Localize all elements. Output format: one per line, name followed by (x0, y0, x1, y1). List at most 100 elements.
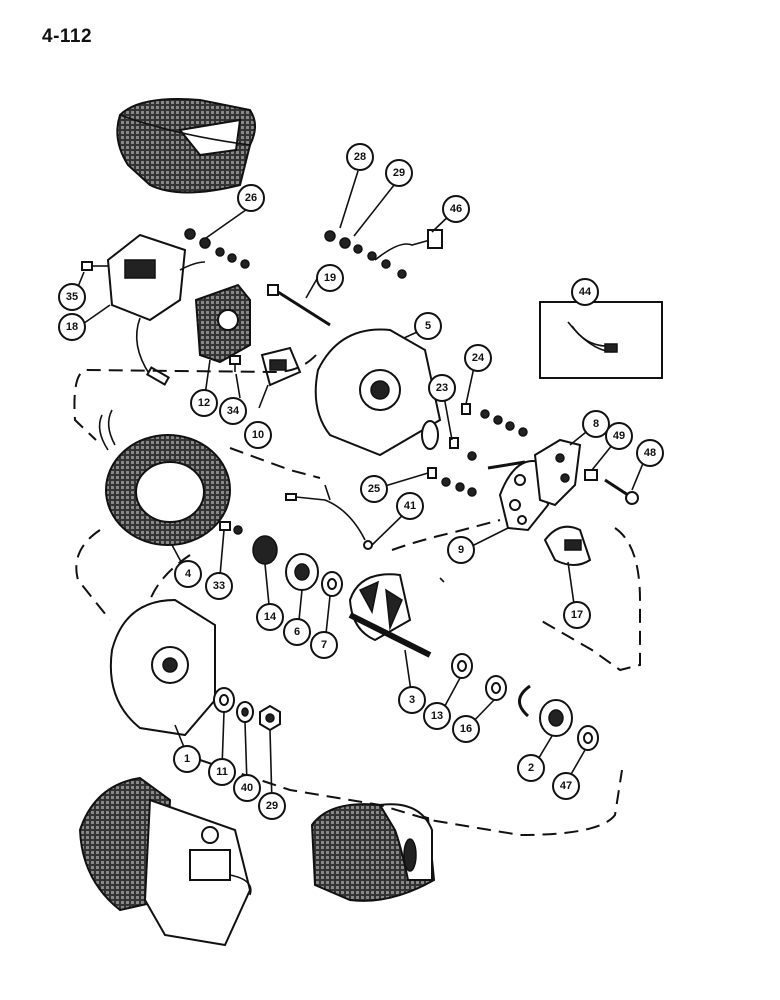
through-bolt-19 (267, 284, 331, 327)
svg-text:26: 26 (245, 192, 257, 204)
terminal-wire-46 (374, 229, 443, 261)
callout-49: 49 (605, 422, 633, 450)
screw-34 (229, 355, 241, 372)
regulator-housing (106, 233, 206, 386)
svg-text:24: 24 (472, 352, 485, 364)
bearing-13 (451, 653, 473, 679)
svg-text:25: 25 (368, 483, 380, 495)
assembled-alternator (78, 776, 252, 947)
svg-text:7: 7 (321, 639, 327, 651)
svg-text:18: 18 (66, 321, 78, 333)
nut-49 (584, 469, 598, 481)
callout-13: 13 (423, 702, 451, 730)
svg-text:5: 5 (425, 320, 431, 332)
screw-33 (219, 521, 243, 535)
callout-26: 26 (237, 184, 265, 212)
top-mesh-cover (116, 98, 256, 194)
callout-47: 47 (552, 772, 580, 800)
callout-17: 17 (563, 601, 591, 629)
callout-41: 41 (396, 492, 424, 520)
page-number: 4-112 (42, 26, 93, 47)
svg-text:9: 9 (458, 544, 464, 556)
callout-28: 28 (346, 143, 374, 171)
svg-text:12: 12 (198, 397, 210, 409)
gasket-12 (194, 283, 251, 364)
washer-40 (236, 701, 254, 723)
washer-7 (321, 571, 343, 597)
callout-19: 19 (316, 264, 344, 292)
rectifier-9 (498, 459, 550, 532)
svg-text:3: 3 (409, 694, 415, 706)
callout-46: 46 (442, 195, 470, 223)
callout-48: 48 (636, 439, 664, 467)
bearing-2 (539, 699, 573, 737)
svg-text:49: 49 (613, 430, 625, 442)
svg-text:14: 14 (264, 611, 277, 623)
callout-35: 35 (58, 283, 86, 311)
svg-text:35: 35 (66, 291, 78, 303)
svg-text:4: 4 (185, 568, 192, 580)
bottom-mesh-cover (310, 803, 436, 902)
brush-holder-10 (260, 346, 302, 387)
svg-text:29: 29 (266, 800, 278, 812)
svg-text:41: 41 (404, 500, 416, 512)
tie-strap-box-44 (539, 301, 663, 379)
callout-5: 5 (414, 312, 442, 340)
svg-text:23: 23 (436, 382, 448, 394)
lead-wire-41 (285, 484, 373, 550)
svg-text:8: 8 (593, 418, 599, 430)
washer-47 (577, 725, 599, 751)
callout-11: 11 (208, 758, 236, 786)
callout-labels: 28 29 46 26 35 18 19 44 5 24 12 34 10 23… (58, 143, 664, 820)
spacer-14 (252, 535, 278, 565)
callout-25: 25 (360, 475, 388, 503)
svg-text:2: 2 (528, 762, 534, 774)
drive-end-frame-1 (109, 598, 216, 737)
washer-16 (485, 675, 507, 701)
svg-text:17: 17 (571, 609, 583, 621)
callout-2: 2 (517, 754, 545, 782)
callout-18: 18 (58, 313, 86, 341)
callout-16: 16 (452, 715, 480, 743)
svg-text:13: 13 (431, 710, 443, 722)
svg-text:33: 33 (213, 580, 225, 592)
callout-33: 33 (205, 572, 233, 600)
svg-text:28: 28 (354, 151, 366, 163)
callout-14: 14 (256, 603, 284, 631)
svg-text:47: 47 (560, 780, 572, 792)
callout-23: 23 (428, 374, 456, 402)
spacer-11 (213, 687, 235, 713)
svg-text:6: 6 (294, 626, 300, 638)
plate-8 (533, 438, 582, 507)
bearing-6 (285, 553, 319, 591)
slip-ring-end-frame-5 (314, 328, 442, 457)
callout-29-top: 29 (385, 159, 413, 187)
svg-text:34: 34 (227, 405, 240, 417)
svg-text:40: 40 (241, 782, 253, 794)
svg-text:10: 10 (252, 429, 264, 441)
callout-12: 12 (190, 389, 218, 417)
nut-29 (259, 704, 281, 732)
svg-text:29: 29 (393, 167, 405, 179)
bolt-48 (604, 478, 639, 505)
callout-40: 40 (233, 774, 261, 802)
callout-29-bottom: 29 (258, 792, 286, 820)
stator-4 (98, 409, 231, 546)
screw-35 (81, 261, 108, 271)
clip-17 (543, 525, 592, 566)
callout-44: 44 (571, 278, 599, 306)
svg-text:16: 16 (460, 723, 472, 735)
callout-4: 4 (174, 560, 202, 588)
small-hardware-23-25 (427, 403, 528, 497)
svg-text:11: 11 (216, 766, 228, 778)
callout-6: 6 (283, 618, 311, 646)
dashed-group-outline (73, 354, 641, 837)
svg-text:48: 48 (644, 447, 656, 459)
callout-10: 10 (244, 421, 272, 449)
svg-text:19: 19 (324, 272, 336, 284)
callout-7: 7 (310, 631, 338, 659)
svg-text:46: 46 (450, 203, 462, 215)
callout-24: 24 (464, 344, 492, 372)
callout-8: 8 (582, 410, 610, 438)
